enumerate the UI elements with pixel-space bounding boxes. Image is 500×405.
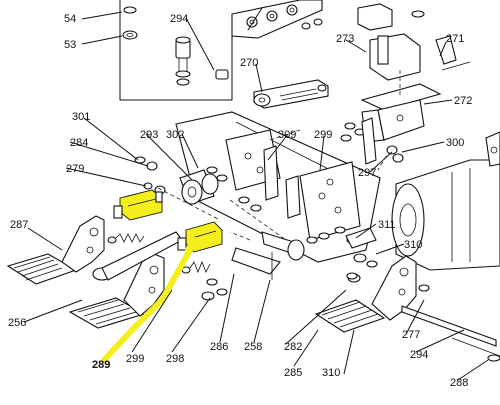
- label-277: 277: [402, 329, 420, 341]
- label-282: 282: [284, 341, 302, 353]
- label-294-bottom: 294: [410, 349, 428, 361]
- label-299-top: 299: [314, 129, 332, 141]
- main-frame: [175, 111, 381, 263]
- label-258: 258: [244, 341, 262, 353]
- label-298: 298: [166, 353, 184, 365]
- label-270: 270: [240, 57, 258, 69]
- label-293: 293: [140, 129, 158, 141]
- highlighted-bracket-upper: [113, 189, 163, 221]
- label-311: 311: [378, 219, 396, 231]
- label-273: 273: [336, 33, 354, 45]
- label-299-bottom: 299: [126, 353, 144, 365]
- label-300: 300: [446, 137, 464, 149]
- label-272: 272: [454, 95, 472, 107]
- label-271: 271: [446, 33, 464, 45]
- label-54: 54: [64, 13, 76, 25]
- label-288: 288: [450, 377, 468, 389]
- leader-lines: [23, 7, 489, 381]
- label-285: 285: [284, 367, 302, 379]
- label-284: 284: [70, 137, 88, 149]
- highlighted-bracket-lower: [177, 221, 223, 253]
- label-256: 256: [8, 317, 26, 329]
- label-279: 279: [66, 163, 84, 175]
- upper-left-bolt-group: [119, 0, 233, 101]
- label-286: 286: [210, 341, 228, 353]
- label-302: 302: [166, 129, 184, 141]
- pedal-282: [314, 255, 430, 333]
- upper-right-bracket: [357, 3, 471, 171]
- spring-left: [107, 233, 145, 244]
- label-310-top: 310: [404, 239, 422, 251]
- nut-cluster-right: [340, 117, 404, 165]
- label-287: 287: [10, 219, 28, 231]
- label-310-bottom: 310: [322, 367, 340, 379]
- valve-block: [231, 0, 323, 39]
- motor-cylinder: [391, 131, 500, 271]
- highlight-marker-line: [101, 237, 197, 363]
- pedal-256: [68, 231, 183, 329]
- label-309: 309: [278, 129, 296, 141]
- label-294-top: 294: [170, 13, 188, 25]
- label-301: 301: [72, 111, 90, 123]
- shaft-258: [229, 231, 305, 280]
- label-297: 297: [358, 167, 376, 179]
- label-53: 53: [64, 39, 76, 51]
- label-289: 289: [92, 359, 110, 371]
- spring-298: [181, 260, 228, 301]
- pedal-287: [6, 215, 105, 285]
- shaft-277: [401, 305, 500, 362]
- part-labels: 54 294 53 273 271 270 272 301 293 302 30…: [8, 13, 472, 389]
- link-arm-270: [253, 79, 329, 109]
